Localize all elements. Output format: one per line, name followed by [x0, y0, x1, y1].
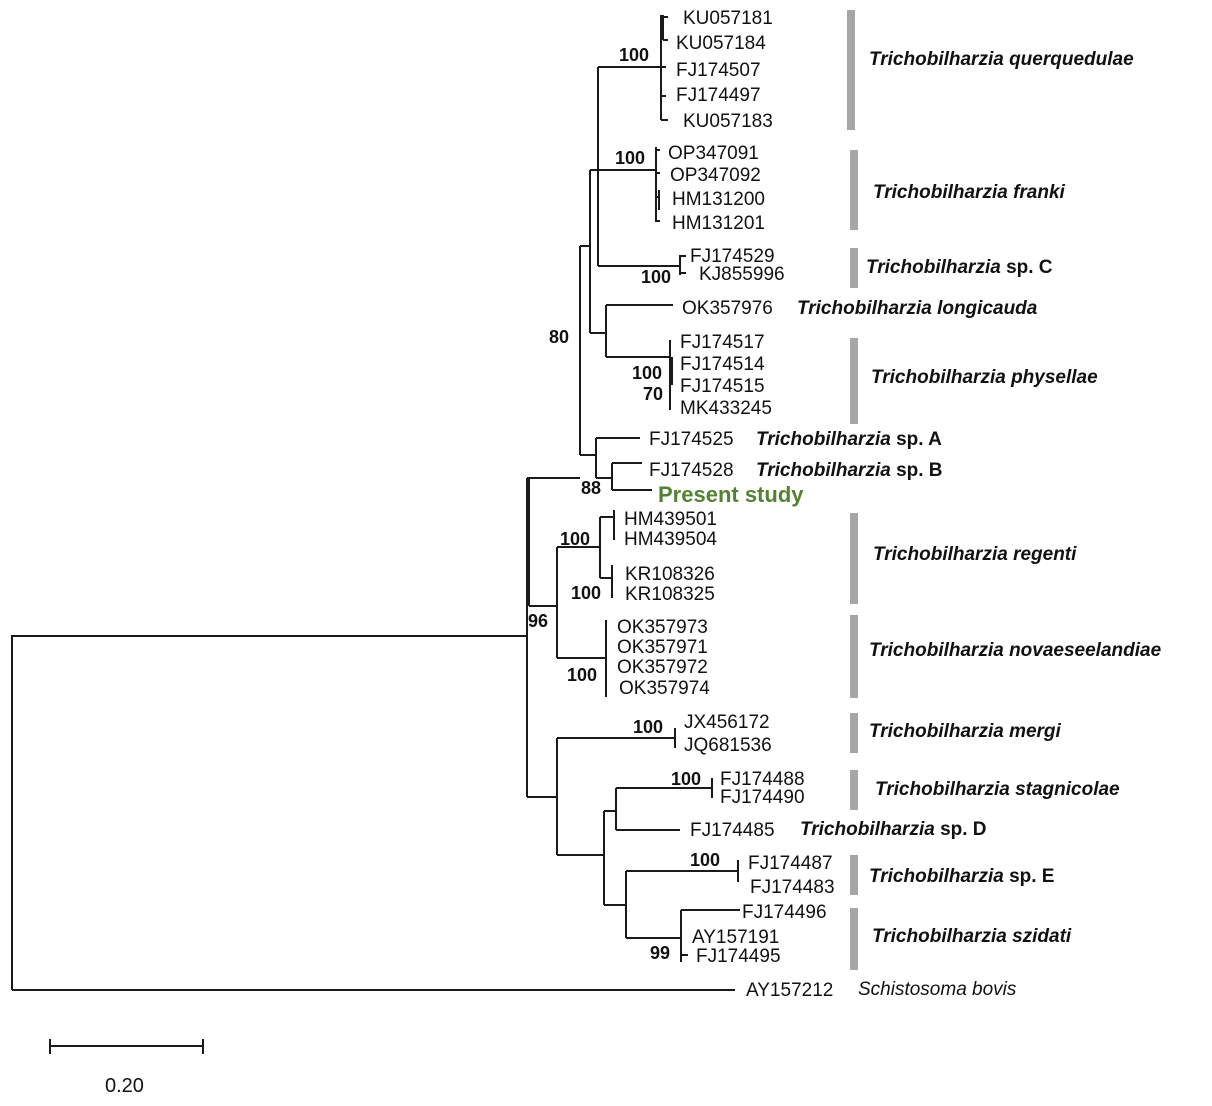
- tip-label: KU057184: [676, 33, 766, 54]
- bootstrap-value: 100: [690, 850, 720, 870]
- tip-label: JQ681536: [684, 735, 772, 756]
- tip-label: HM439504: [624, 529, 717, 550]
- tip-label: OK357971: [617, 637, 708, 658]
- clade-bar-sp-e: [850, 855, 858, 895]
- species-label-sp-a: Trichobilharzia sp. A: [756, 429, 942, 450]
- scale-bar-label: 0.20: [105, 1075, 144, 1097]
- tip-label: FJ174495: [696, 946, 781, 967]
- species-label-sp-e: Trichobilharzia sp. E: [869, 866, 1054, 887]
- species-label-sp-b: Trichobilharzia sp. B: [756, 460, 943, 481]
- tip-label: KJ855996: [699, 264, 785, 285]
- bootstrap-value: 100: [632, 363, 662, 383]
- species-label-sp-c: Trichobilharzia sp. C: [866, 257, 1053, 278]
- tip-label: FJ174488: [720, 769, 805, 790]
- tip-label: FJ174496: [742, 902, 827, 923]
- tip-label: FJ174525: [649, 429, 734, 450]
- bootstrap-value: 100: [641, 267, 671, 287]
- species-label-novaeseelandiae: Trichobilharzia novaeseelandiae: [869, 640, 1162, 661]
- tip-label: HM131200: [672, 189, 765, 210]
- tip-label: FJ174515: [680, 376, 765, 397]
- tip-label: OK357972: [617, 657, 708, 678]
- tip-label: KU057181: [683, 8, 773, 29]
- bootstrap-value: 88: [581, 478, 601, 498]
- bootstrap-value: 96: [528, 611, 548, 631]
- tip-label: FJ174528: [649, 460, 734, 481]
- bootstrap-values: 100 100 100 80 100 70 88 100 100 96 100 …: [528, 45, 720, 963]
- clade-bar-szidati: [850, 908, 858, 970]
- bootstrap-value: 100: [571, 583, 601, 603]
- clade-bar-querquedulae: [847, 10, 855, 130]
- species-label-mergi: Trichobilharzia mergi: [869, 721, 1062, 742]
- clade-bar-regenti: [850, 513, 858, 604]
- tip-label: JX456172: [684, 712, 770, 733]
- bootstrap-value: 100: [567, 665, 597, 685]
- clade-bar-novaeseelandiae: [850, 615, 858, 698]
- tip-label: OK357974: [619, 678, 710, 699]
- tip-label: HM439501: [624, 509, 717, 530]
- tip-label: FJ174514: [680, 354, 765, 375]
- bootstrap-value: 80: [549, 327, 569, 347]
- bootstrap-value: 100: [633, 717, 663, 737]
- tip-labels: KU057181 KU057184 FJ174507 FJ174497 KU05…: [617, 8, 835, 1001]
- species-label-physellae: Trichobilharzia physellae: [871, 367, 1098, 388]
- tip-label: AY157191: [692, 927, 779, 948]
- species-label-outgroup: Schistosoma bovis: [858, 979, 1017, 1000]
- tip-label: FJ174497: [676, 85, 761, 106]
- tip-label: OK357973: [617, 617, 708, 638]
- clade-bar-sp-c: [850, 248, 858, 288]
- bootstrap-value: 99: [650, 943, 670, 963]
- tip-label: FJ174485: [690, 820, 775, 841]
- tip-label: FJ174483: [750, 877, 835, 898]
- tip-label: AY157212: [746, 980, 833, 1001]
- tip-label: HM131201: [672, 213, 765, 234]
- species-label-franki: Trichobilharzia franki: [873, 182, 1066, 203]
- bootstrap-value: 70: [643, 384, 663, 404]
- bootstrap-value: 100: [619, 45, 649, 65]
- clade-bar-stagnicolae: [850, 770, 858, 810]
- species-labels: Trichobilharzia querquedulae Trichobilha…: [756, 49, 1162, 1000]
- species-label-sp-d: Trichobilharzia sp. D: [800, 819, 987, 840]
- tip-label: OP347091: [668, 143, 759, 164]
- species-label-querquedulae: Trichobilharzia querquedulae: [869, 49, 1134, 70]
- species-label-regenti: Trichobilharzia regenti: [873, 544, 1077, 565]
- species-label-szidati: Trichobilharzia szidati: [872, 926, 1072, 947]
- clade-bar-physellae: [850, 338, 858, 424]
- tip-label: OK357976: [682, 298, 773, 319]
- scale-bar: 0.20: [49, 1039, 204, 1097]
- tip-label: FJ174507: [676, 60, 761, 81]
- tip-label: FJ174529: [690, 246, 775, 267]
- bootstrap-value: 100: [560, 529, 590, 549]
- tip-label: KR108325: [625, 584, 715, 605]
- clade-bars: [847, 10, 858, 970]
- bootstrap-value: 100: [671, 769, 701, 789]
- tip-label: KR108326: [625, 564, 715, 585]
- tip-label: OP347092: [670, 165, 761, 186]
- species-label-stagnicolae: Trichobilharzia stagnicolae: [875, 779, 1120, 800]
- present-study-label: Present study: [658, 482, 804, 507]
- tip-label: FJ174517: [680, 332, 765, 353]
- tip-label: FJ174490: [720, 787, 805, 808]
- clade-bar-franki: [850, 150, 858, 230]
- clade-bar-mergi: [850, 713, 858, 753]
- bootstrap-value: 100: [615, 148, 645, 168]
- tip-label: FJ174487: [748, 853, 833, 874]
- species-label-longicauda: Trichobilharzia longicauda: [797, 298, 1038, 319]
- tip-label: MK433245: [680, 398, 772, 419]
- tip-label: KU057183: [683, 111, 773, 132]
- tree-branches: [11, 15, 740, 991]
